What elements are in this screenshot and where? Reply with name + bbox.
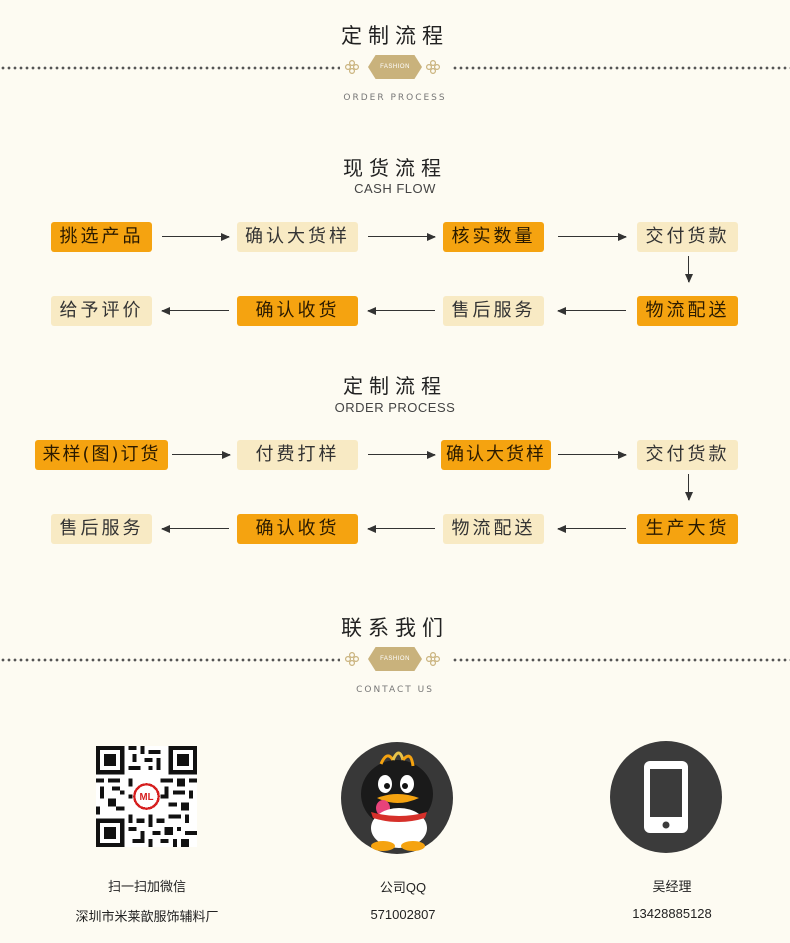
phone-number[interactable]: 13428885128: [632, 906, 712, 921]
arrow-right-icon: [172, 450, 231, 460]
step-select-product: 挑选产品: [51, 222, 152, 252]
arrow-right-icon: [162, 232, 230, 242]
step-verify-quantity: 核实数量: [443, 222, 544, 252]
order-flow-subtitle: ORDER PROCESS: [334, 400, 456, 415]
arrow-left-icon: [161, 306, 229, 316]
divider-dots-left: [0, 658, 340, 662]
contact-title: 联系我们: [341, 616, 449, 640]
order-flow-title: 定制流程: [343, 374, 447, 398]
arrow-left-icon: [557, 306, 626, 316]
step-bulk-production: 生产大货: [637, 514, 738, 544]
cash-flow-title: 现货流程: [343, 156, 447, 180]
step-payment: 交付货款: [637, 222, 738, 252]
divider-dots-right: [452, 658, 790, 662]
divider-dots-left: [0, 66, 340, 70]
qq-number[interactable]: 571002807: [370, 907, 436, 922]
qq-label: 公司QQ: [379, 880, 427, 895]
contact-subtitle: CONTACT US: [356, 685, 434, 695]
arrow-right-icon: [368, 450, 436, 460]
qq-penguin-icon[interactable]: [341, 742, 453, 854]
step-confirm-receipt: 确认收货: [237, 514, 358, 544]
arrow-left-icon: [367, 306, 435, 316]
step-payment: 交付货款: [637, 440, 738, 470]
step-logistics: 物流配送: [637, 296, 738, 326]
qr-code-icon[interactable]: ML: [96, 746, 197, 847]
flower-ornament-icon: [426, 652, 440, 666]
company-name: 深圳市米莱歆服饰辅料厂: [75, 909, 219, 924]
step-review: 给予评价: [51, 296, 152, 326]
page-subtitle: ORDER PROCESS: [343, 93, 447, 103]
fashion-badge: [368, 647, 422, 671]
page-title: 定制流程: [341, 24, 449, 48]
divider-dots-right: [452, 66, 790, 70]
arrow-left-icon: [161, 524, 229, 534]
arrow-down-icon: [684, 256, 694, 283]
step-after-sales: 售后服务: [51, 514, 152, 544]
flower-ornament-icon: [345, 652, 359, 666]
fashion-badge-text: FASHION: [380, 656, 410, 662]
arrow-right-icon: [558, 450, 627, 460]
step-confirm-bulk-sample: 确认大货样: [441, 440, 551, 470]
arrow-right-icon: [368, 232, 436, 242]
flower-ornament-icon: [426, 60, 440, 74]
step-sample-order: 来样(图)订货: [35, 440, 168, 470]
arrow-left-icon: [557, 524, 626, 534]
arrow-right-icon: [558, 232, 627, 242]
cash-flow-subtitle: CASH FLOW: [354, 181, 436, 196]
fashion-badge: [368, 55, 422, 79]
step-paid-sampling: 付费打样: [237, 440, 358, 470]
arrow-down-icon: [684, 474, 694, 501]
step-after-sales: 售后服务: [443, 296, 544, 326]
flower-ornament-icon: [345, 60, 359, 74]
contact-person: 吴经理: [652, 879, 692, 894]
svg-text:ML: ML: [140, 792, 154, 803]
step-confirm-receipt: 确认收货: [237, 296, 358, 326]
arrow-left-icon: [367, 524, 435, 534]
wechat-label: 扫一扫加微信: [107, 879, 186, 894]
mobile-phone-icon[interactable]: [610, 741, 722, 853]
fashion-badge-text: FASHION: [380, 64, 410, 70]
step-logistics: 物流配送: [443, 514, 544, 544]
step-confirm-sample: 确认大货样: [237, 222, 358, 252]
